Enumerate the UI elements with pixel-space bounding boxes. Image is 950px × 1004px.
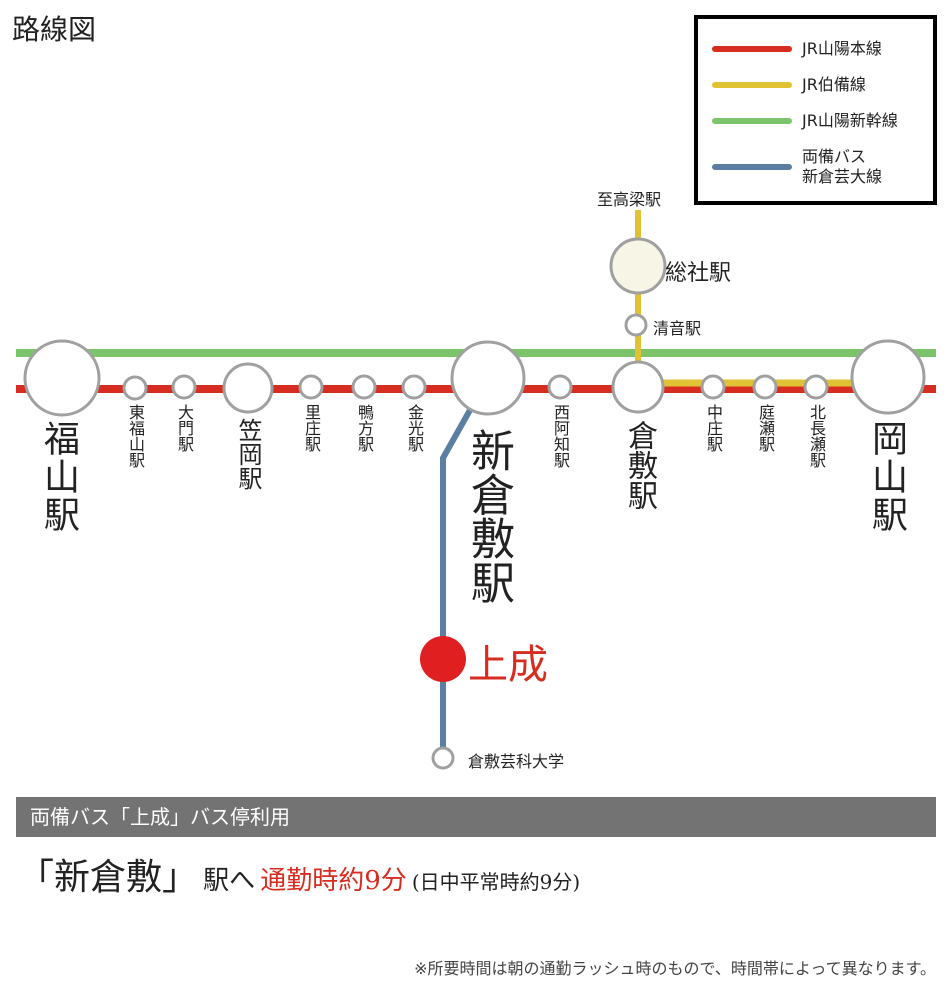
station-kita-nagase-marker (803, 374, 829, 400)
station-satosho-marker (298, 374, 324, 400)
legend-item-bus: 両備バス 新倉芸大線 (712, 147, 882, 187)
station-kurashiki-marker (611, 360, 665, 414)
label-geidai: 倉敷芸科大学 (468, 752, 565, 771)
station-kasaoka-marker (222, 362, 274, 414)
label-kiyone: 清音駅 (653, 319, 702, 338)
station-nakasho-marker (700, 374, 726, 400)
footnote: ※所要時間は朝の通勤ラッシュ時のもので、時間帯によって異なります。 (414, 959, 936, 978)
label-kasaoka: 笠岡駅 (234, 418, 262, 490)
station-kamogata-marker (351, 374, 377, 400)
label-soja: 総社駅 (665, 261, 732, 286)
label-daimon: 大門駅 (175, 404, 194, 452)
legend-box: JR山陽本線 JR伯備線 JR山陽新幹線 両備バス 新倉芸大線 (694, 15, 937, 205)
label-higashi-fukuyama: 東福山駅 (126, 404, 145, 468)
legend-label: JR伯備線 (802, 75, 866, 94)
label-kamite: 上成 (468, 642, 548, 688)
station-shin-kurashiki-marker (450, 340, 526, 416)
label-konko: 金光駅 (405, 404, 424, 452)
bus-stop-kamite-marker (420, 636, 466, 682)
access-eki-he: 駅へ (203, 866, 256, 896)
station-okayama-marker (850, 339, 926, 415)
legend-swatch (712, 46, 792, 52)
legend-label: JR山陽新幹線 (802, 111, 898, 130)
label-fukuyama: 福山駅 (38, 420, 79, 534)
label-satosho: 里庄駅 (302, 404, 321, 452)
legend-swatch (712, 118, 792, 124)
legend-item-sanyo: JR山陽本線 (712, 39, 882, 59)
label-takahashi: 至高梁駅 (597, 190, 662, 209)
access-station: 「新倉敷」 (18, 857, 199, 898)
station-niwase-marker (752, 374, 778, 400)
station-higashi-fukuyama-marker (122, 375, 148, 401)
label-kamogata: 鴨方駅 (355, 404, 374, 452)
page-title: 路線図 (12, 13, 97, 46)
legend-swatch (712, 82, 792, 88)
access-info: 「新倉敷」 駅へ 通勤時約9分 (日中平常時約9分) (18, 848, 580, 900)
station-nishiachi-marker (547, 374, 573, 400)
station-fukuyama-marker (23, 339, 101, 417)
label-kurashiki: 倉敷駅 (622, 420, 657, 510)
label-okayama: 岡山駅 (866, 420, 907, 534)
label-nakasho: 中庄駅 (704, 404, 723, 452)
label-nishiachi: 西阿知駅 (551, 404, 570, 468)
bus-stop-banner: 両備バス「上成」バス停利用 (16, 797, 936, 837)
legend-item-hakubi: JR伯備線 (712, 75, 866, 95)
label-niwase: 庭瀬駅 (756, 404, 775, 452)
access-commute-time: 通勤時約9分 (260, 866, 407, 896)
bus-stop-geidai-marker (431, 746, 455, 770)
legend-label: 両備バス 新倉芸大線 (802, 147, 883, 186)
station-daimon-marker (171, 374, 197, 400)
legend-swatch (712, 164, 792, 170)
station-soja-marker (609, 237, 667, 295)
station-konko-marker (401, 374, 427, 400)
label-kita-nagase: 北長瀬駅 (807, 404, 826, 468)
access-daytime-time: (日中平常時約9分) (411, 870, 581, 894)
legend-label: JR山陽本線 (802, 39, 882, 58)
label-shin-kurashiki: 新倉敷駅 (463, 428, 514, 604)
station-kiyone-marker (624, 313, 648, 337)
legend-item-shinkansen: JR山陽新幹線 (712, 111, 898, 131)
